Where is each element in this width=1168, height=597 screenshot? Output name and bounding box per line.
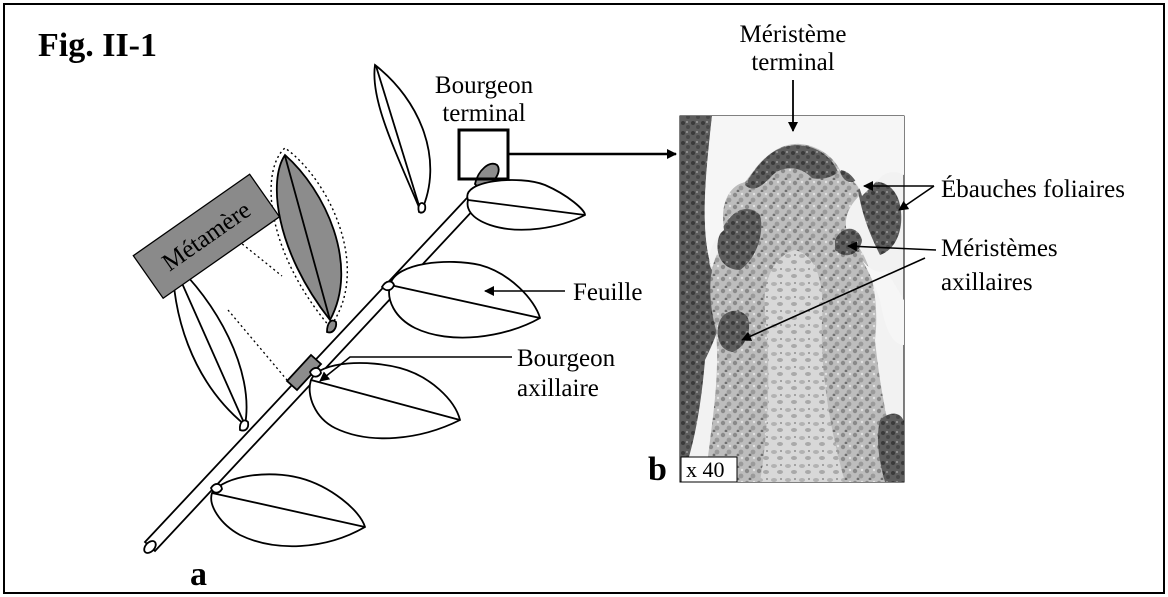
ebauches-foliaires-label: Ébauches foliaires — [941, 175, 1125, 203]
feuille-label: Feuille — [573, 279, 642, 306]
figure-title: Fig. II-1 — [38, 27, 157, 64]
bourgeon-axillaire-label-1: Bourgeon — [517, 345, 616, 372]
bourgeon-terminal-label-2: terminal — [442, 100, 525, 127]
meristemes-axillaires-label-2: axillaires — [941, 269, 1033, 296]
panel-b-letter: b — [648, 451, 667, 488]
micrograph — [680, 116, 904, 482]
axillary-bud — [211, 484, 222, 493]
bourgeon-axillaire-label-2: axillaire — [517, 375, 599, 402]
axillary-bud — [418, 203, 425, 213]
magnification-label: x 40 — [686, 457, 725, 482]
meristemes-axillaires-label-1: Méristèmes — [941, 235, 1058, 262]
axillary-bud — [310, 368, 321, 377]
axillary-bud — [240, 420, 248, 430]
meristeme-terminal-label-1: Méristème — [740, 21, 847, 48]
meristeme-terminal-label-2: terminal — [751, 49, 834, 76]
bourgeon-terminal-label-1: Bourgeon — [435, 72, 534, 99]
panel-a-letter: a — [190, 556, 207, 593]
